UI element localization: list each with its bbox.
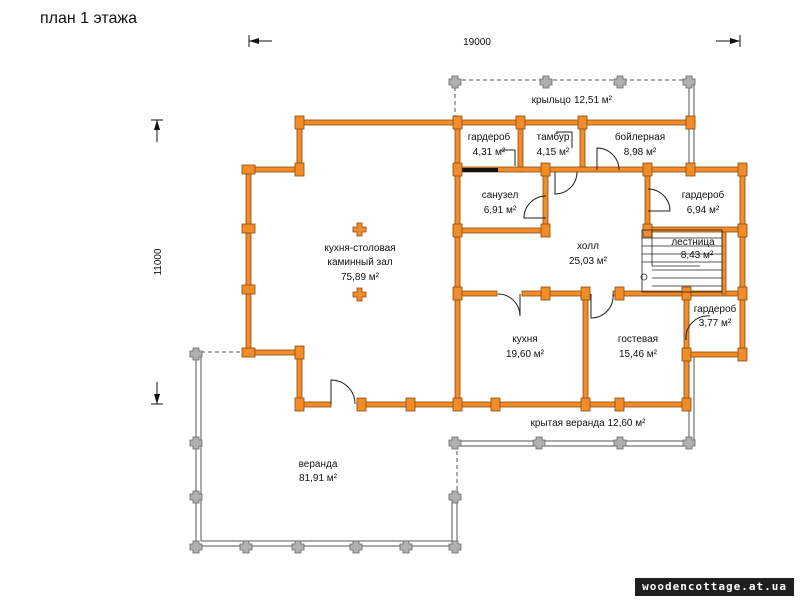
- wall-joints: [241, 115, 748, 412]
- door-living-veranda: [330, 379, 356, 405]
- room-living-label-2: каминный зал: [327, 257, 392, 268]
- room-wardrobe2-label: гардероб: [682, 189, 725, 201]
- room-hall-area: 25,03 м²: [569, 256, 608, 267]
- room-hall-label: холл: [577, 241, 599, 252]
- room-kitchen-area: 19,60 м²: [506, 349, 545, 360]
- room-bathroom-area: 6,91 м²: [484, 205, 517, 216]
- door-wardrobe1: [500, 149, 516, 166]
- door-vestibule-hall: [554, 171, 578, 195]
- room-stairs-label: лестница: [671, 237, 715, 248]
- door-boiler: [596, 147, 620, 171]
- room-guest-label: гостевая: [618, 334, 658, 345]
- door-guest: [590, 293, 614, 319]
- room-porch-label: крыльцо: [532, 95, 572, 106]
- walls: [245, 119, 746, 408]
- door-bathroom: [523, 195, 547, 219]
- doors: [330, 131, 711, 405]
- door-kitchen: [497, 293, 521, 317]
- room-kitchen-label: кухня: [512, 334, 537, 345]
- plan-title: план 1 этажа: [40, 10, 137, 27]
- site-watermark: woodencottage.at.ua: [635, 578, 794, 596]
- room-boiler-area: 8,98 м²: [624, 147, 657, 158]
- room-living-label-1: кухня-столовая: [324, 243, 395, 254]
- door-vestibule: [556, 131, 573, 148]
- dimension-height-label: 11000: [153, 248, 164, 276]
- room-covered-veranda-label: крытая веранда 12,60 м²: [531, 418, 647, 429]
- living-markers: [352, 222, 367, 302]
- room-wardrobe3-label: гардероб: [694, 303, 737, 315]
- room-vestibule-area: 4,15 м²: [537, 147, 570, 158]
- room-wardrobe1-label: гардероб: [468, 131, 511, 143]
- room-wardrobe3-area: 3,77 м²: [699, 318, 732, 329]
- veranda-deck: [195, 351, 458, 547]
- staircase: [640, 229, 723, 293]
- room-stairs-area: 8,43 м²: [681, 250, 714, 261]
- dimension-vertical: 11000: [151, 119, 164, 405]
- dimension-horizontal: 19000: [248, 35, 741, 48]
- room-wardrobe1-area: 4,31 м²: [473, 147, 506, 158]
- partition-dark: [458, 168, 498, 172]
- room-bathroom-label: санузел: [482, 190, 519, 201]
- door-wardrobe3: [685, 315, 711, 341]
- dimension-width-label: 19000: [463, 37, 491, 48]
- room-veranda-area: 81,91 м²: [299, 473, 338, 484]
- room-guest-area: 15,46 м²: [619, 349, 658, 360]
- door-wardrobe2: [647, 188, 671, 212]
- room-wardrobe2-area: 6,94 м²: [687, 205, 720, 216]
- room-vestibule-label: тамбур: [537, 131, 570, 143]
- room-living-area: 75,89 м²: [341, 272, 380, 283]
- room-veranda-label: веранда: [299, 459, 338, 470]
- room-boiler-label: бойлерная: [615, 131, 665, 143]
- posts: [189, 75, 696, 554]
- room-porch-area: 12,51 м²: [574, 95, 613, 106]
